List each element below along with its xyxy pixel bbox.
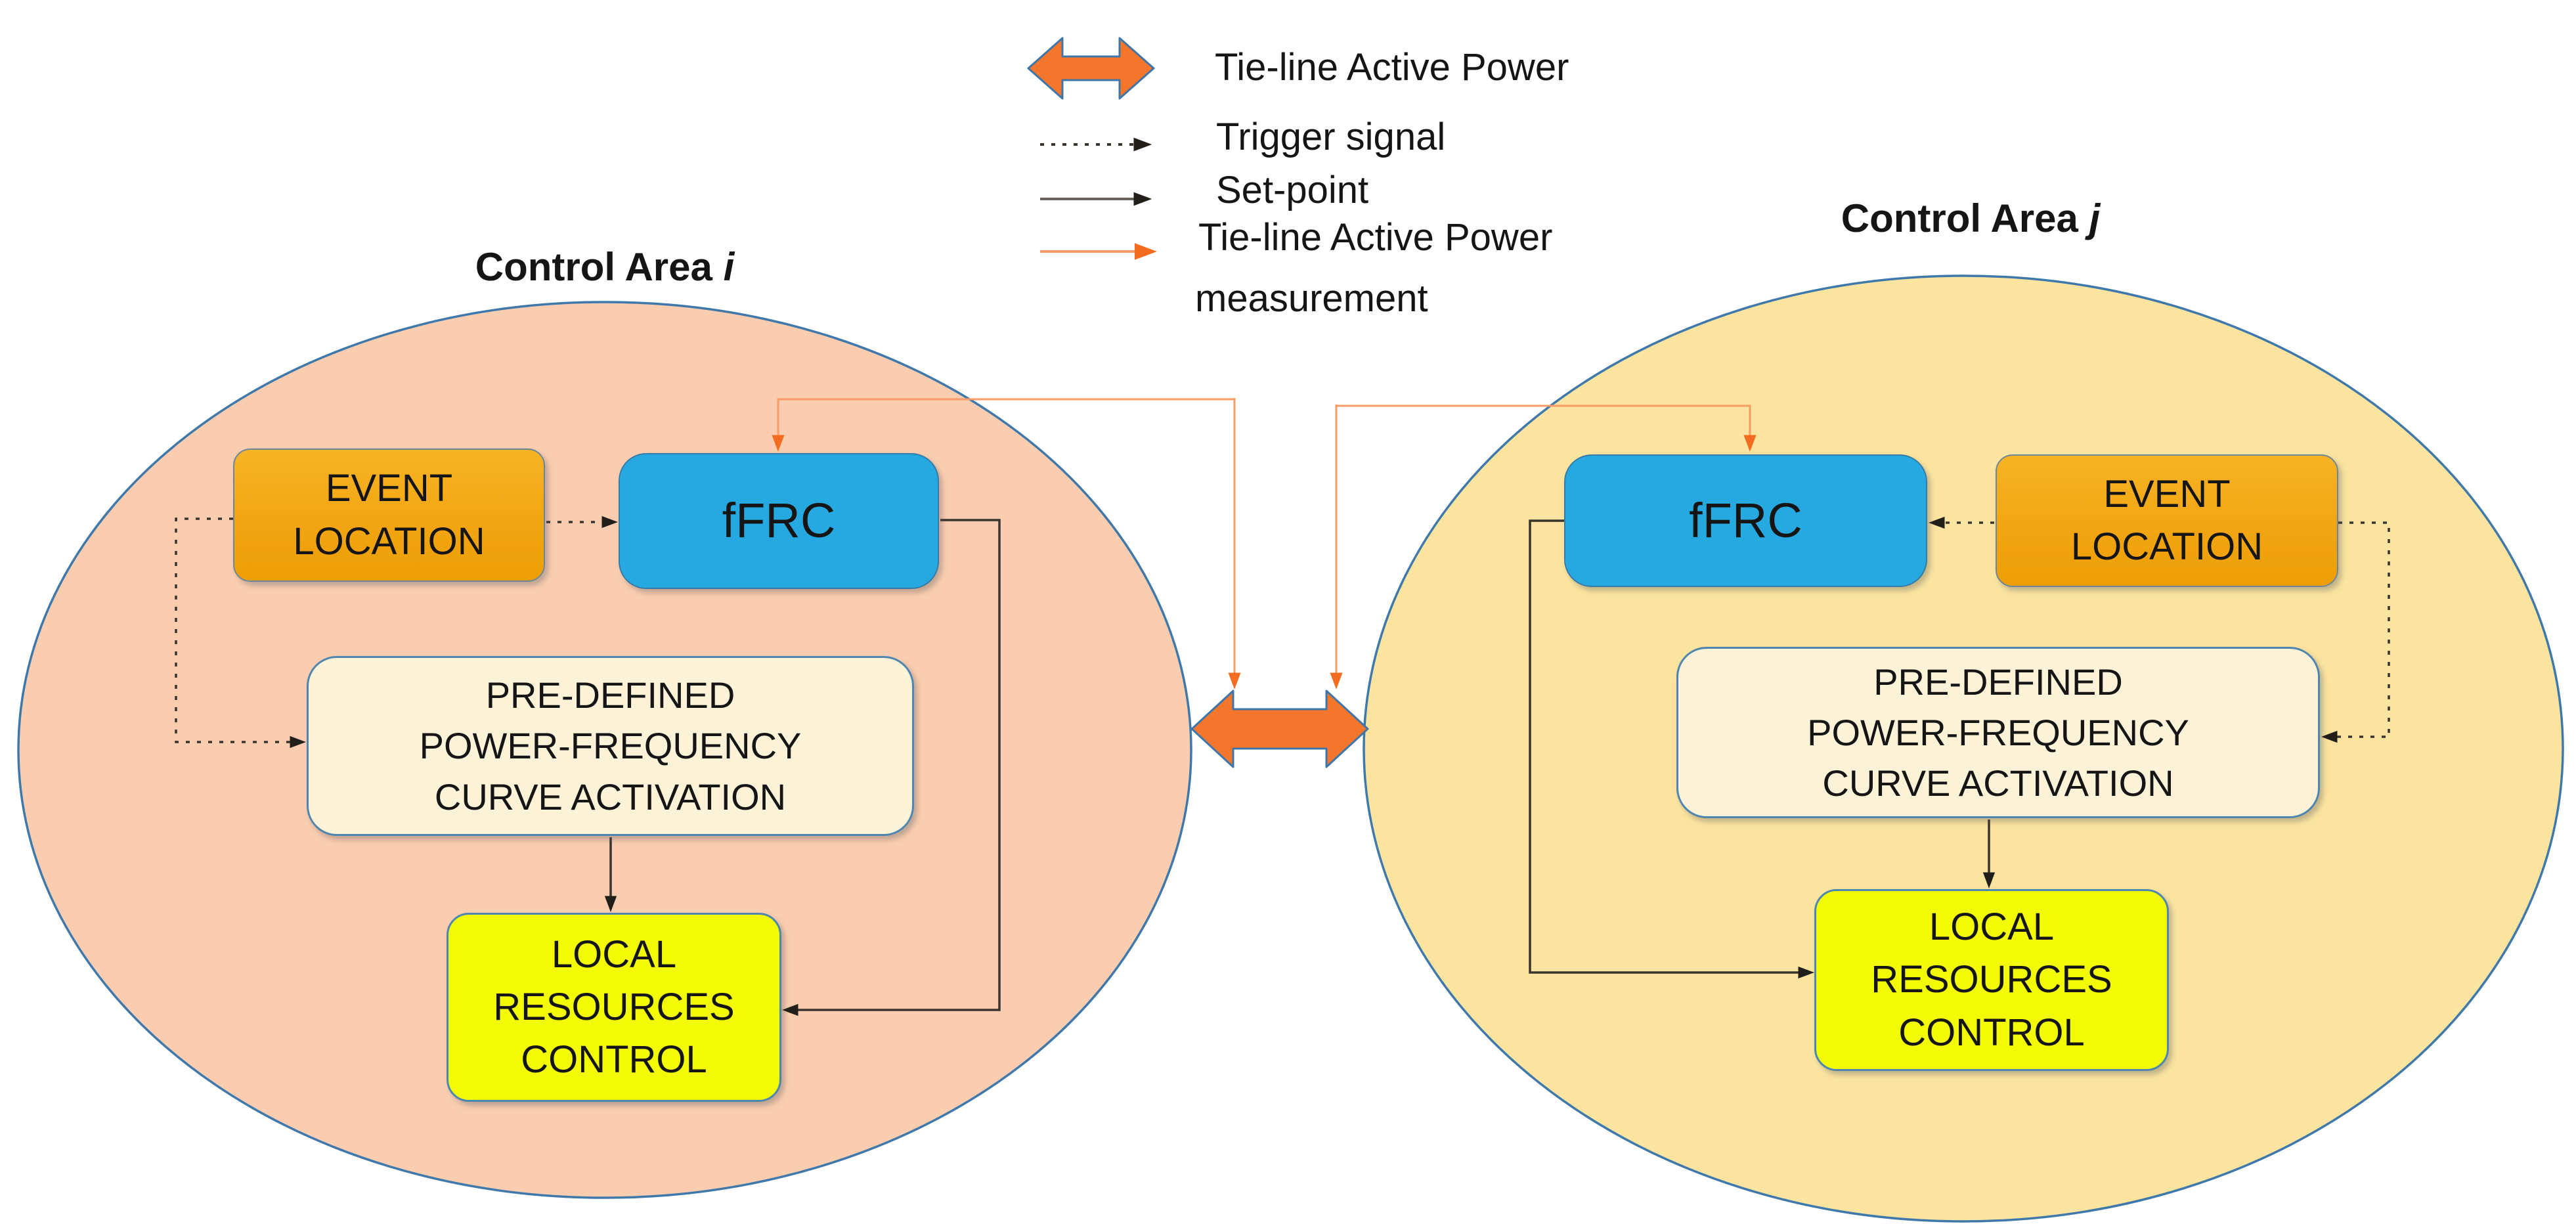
- local-right-line2: RESOURCES: [1871, 958, 2112, 1001]
- event-location-left-line1: EVENT: [325, 467, 453, 510]
- pre-defined-left-line2: POWER-FREQUENCY: [419, 725, 802, 767]
- event-location-right-line2: LOCATION: [2070, 525, 2263, 568]
- tie-line-double-arrow: [1190, 689, 1369, 768]
- local-resources-box-left: LOCAL RESOURCES CONTROL: [447, 913, 781, 1102]
- pre-defined-curve-box-right: PRE-DEFINED POWER-FREQUENCY CURVE ACTIVA…: [1676, 647, 2320, 818]
- trigger-event-to-curve-right: [2321, 521, 2390, 743]
- local-left-line1: LOCAL: [551, 932, 677, 976]
- event-location-right-line1: EVENT: [2103, 472, 2231, 515]
- local-right-line3: CONTROL: [1898, 1011, 2085, 1054]
- event-location-box-left: EVENT LOCATION: [233, 448, 545, 582]
- ffrc-box-left: fFRC: [619, 453, 939, 589]
- legend-item-measurement-label-line1: Tie-line Active Power: [1198, 216, 1553, 259]
- event-location-left-line2: LOCATION: [293, 519, 485, 563]
- pre-defined-right-line3: CURVE ACTIVATION: [1822, 762, 2174, 804]
- event-location-box-right: EVENT LOCATION: [1996, 454, 2338, 587]
- setpoint-ffrc-to-local-left: [782, 519, 1001, 1016]
- legend-item-trigger-label: Trigger signal: [1216, 116, 1446, 158]
- measurement-line-to-ffrc-left: [772, 398, 1234, 452]
- pre-defined-right-line1: PRE-DEFINED: [1873, 661, 2123, 703]
- control-area-i-title-variable: i: [723, 245, 735, 289]
- control-area-i-title-prefix: Control Area: [475, 245, 724, 289]
- local-left-line2: RESOURCES: [493, 985, 735, 1028]
- pre-defined-left-line3: CURVE ACTIVATION: [434, 776, 787, 818]
- measurement-line-to-ffrc-right: [1336, 404, 1757, 452]
- legend-item-set-point-label: Set-point: [1216, 169, 1369, 211]
- setpoint-ffrc-to-local-right: [1529, 519, 1814, 979]
- control-area-i-title: Control Area i: [395, 244, 815, 290]
- local-right-line1: LOCAL: [1929, 906, 2055, 949]
- pre-defined-right-line2: POWER-FREQUENCY: [1807, 711, 2189, 753]
- pre-defined-curve-box-left: PRE-DEFINED POWER-FREQUENCY CURVE ACTIVA…: [307, 656, 914, 836]
- legend-item-measurement-label-line2: measurement: [1195, 277, 1428, 320]
- control-area-j-title-prefix: Control Area: [1841, 196, 2089, 240]
- trigger-event-to-curve-left: [175, 517, 306, 749]
- local-resources-box-right: LOCAL RESOURCES CONTROL: [1814, 889, 2169, 1071]
- control-area-j-title: Control Area j: [1760, 196, 2181, 241]
- legend-item-tie-line-label: Tie-line Active Power: [1215, 46, 1569, 89]
- control-area-j-title-variable: j: [2089, 196, 2101, 240]
- local-left-line3: CONTROL: [521, 1038, 707, 1082]
- ffrc-right-label: fFRC: [1689, 492, 1802, 548]
- ffrc-box-right: fFRC: [1564, 454, 1927, 587]
- pre-defined-left-line1: PRE-DEFINED: [485, 674, 735, 716]
- ffrc-left-label: fFRC: [722, 493, 836, 548]
- legend-tie-line-arrow-icon: [1027, 37, 1155, 100]
